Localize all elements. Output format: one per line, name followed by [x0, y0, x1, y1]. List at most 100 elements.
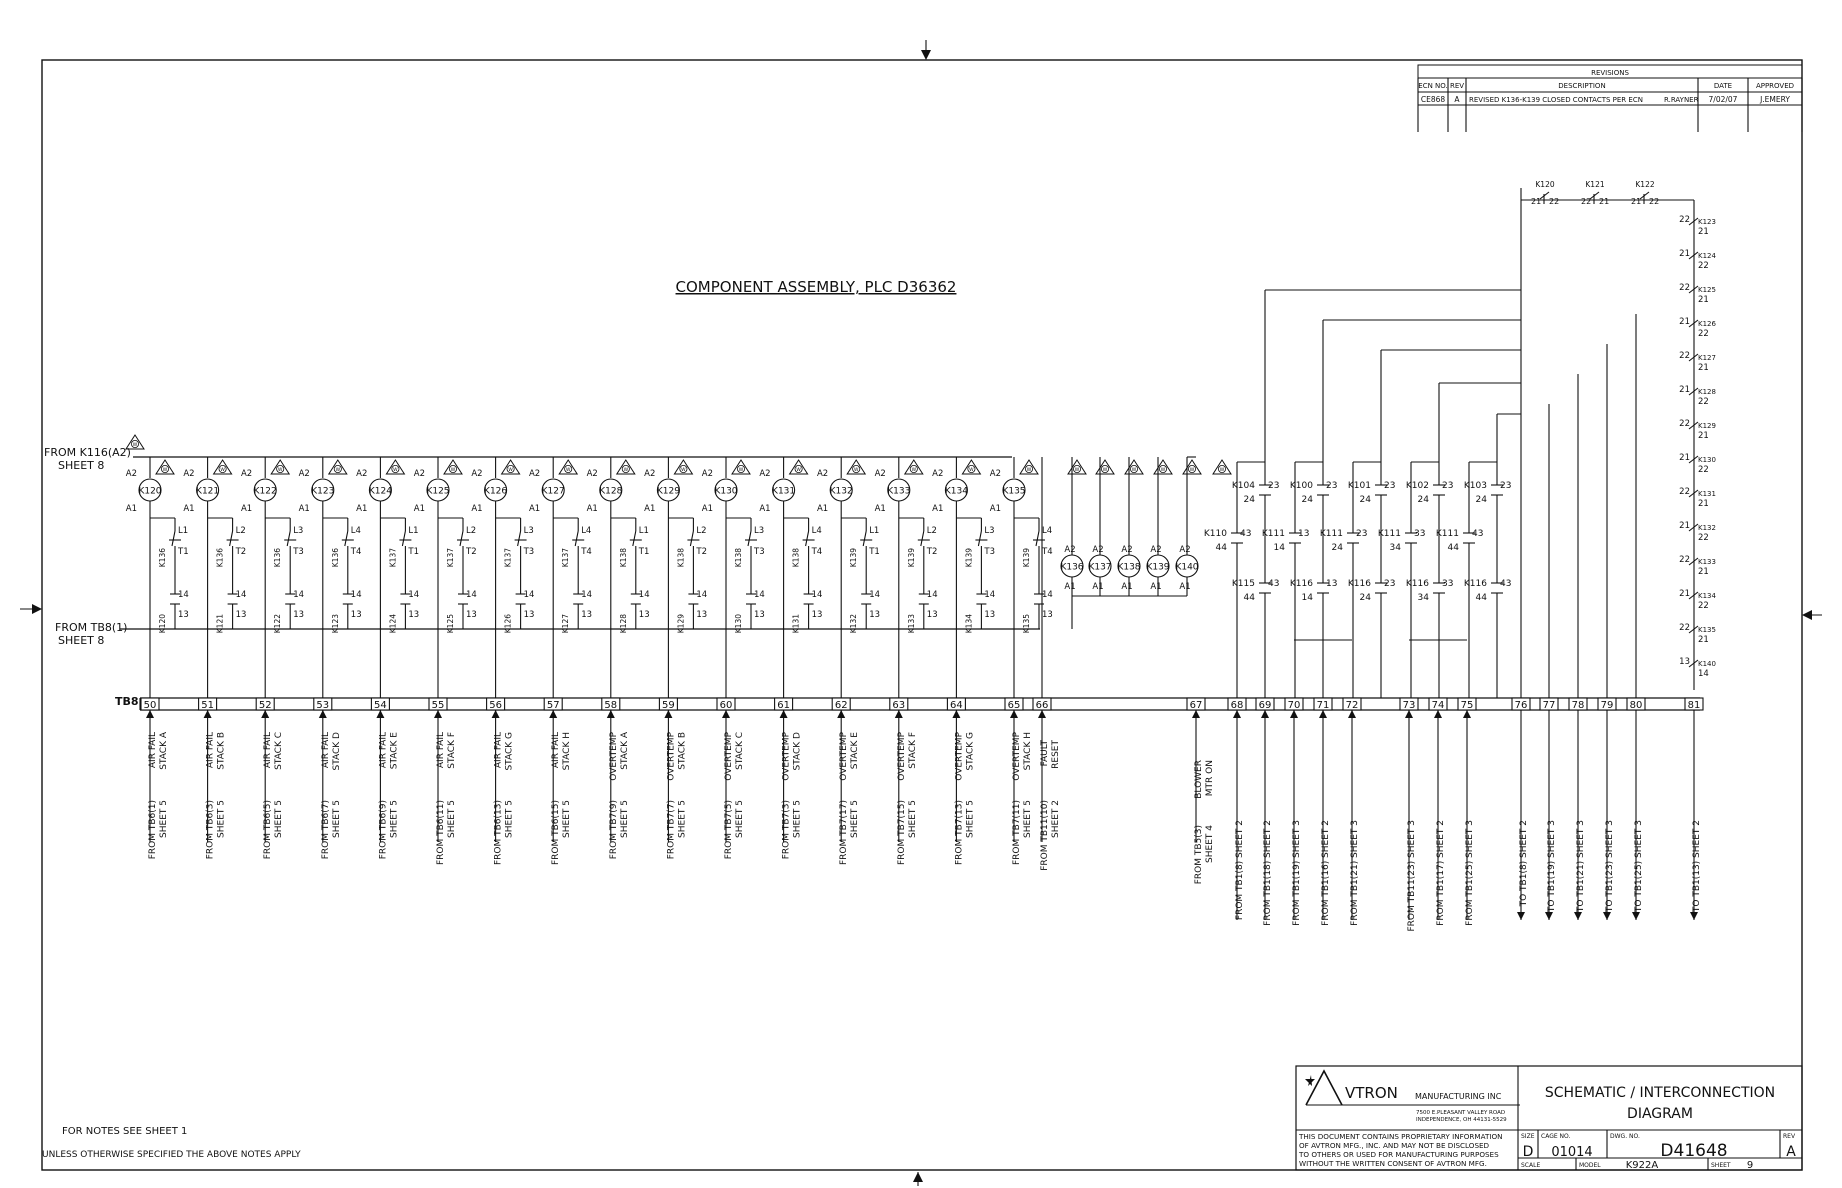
- signal-source-label: FROM TB7(17)SHEET 5: [839, 800, 860, 865]
- signal-source-label-line: FROM TB6(13): [494, 800, 504, 865]
- fault-reset-label-line: RESET: [1051, 740, 1061, 769]
- series-relay-label: K140: [1698, 660, 1716, 668]
- series-pin-top: 22: [1679, 283, 1690, 293]
- revisions-col-header: APPROVED: [1756, 82, 1794, 90]
- warning-circle-icon: [1101, 464, 1110, 473]
- arrow-up-icon: [894, 710, 903, 718]
- no-pin-13: 13: [927, 610, 938, 620]
- dwg-label: DWG. NO.: [1610, 1133, 1640, 1140]
- warning-triangle-icon: [125, 434, 145, 450]
- signal-function-label-line: OVERTEMP: [954, 731, 964, 780]
- signal-source-label: FROM TB7(5)SHEET 5: [724, 800, 745, 859]
- contact-pin-a: 23: [1268, 481, 1279, 491]
- nc-pin-in: L4: [812, 526, 822, 536]
- series-pin-bottom: 21: [1698, 431, 1709, 441]
- coil-pin-a2: A2: [1092, 545, 1103, 555]
- signal-source-label-line: SHEET 5: [274, 800, 284, 838]
- nc-contact-blade: [1688, 421, 1699, 430]
- relay-coil-label: K139: [1146, 563, 1169, 573]
- contact-pin-b: 24: [1360, 593, 1372, 603]
- relay-coil-label: K131: [772, 487, 795, 497]
- nc-contact-label-line: K137: [561, 548, 570, 567]
- terminal-reference: FROM TB1(17) SHEET 2: [1436, 820, 1446, 926]
- signal-source-label-line: FROM TB7(11): [1012, 800, 1022, 865]
- nc-contact-label-line: K138: [619, 548, 628, 567]
- nc-contact-label: K136: [273, 548, 282, 567]
- relay-coil-label: K135: [1002, 487, 1025, 497]
- warning-circle-icon: [1025, 464, 1034, 473]
- no-pin-13: 13: [524, 610, 535, 620]
- nc-contact-label: K137: [504, 548, 513, 567]
- arrow-down-icon: [1574, 912, 1582, 920]
- no-contact-label: K130: [734, 614, 743, 633]
- signal-source-label-line: FROM TB6(7): [321, 800, 331, 859]
- nc-contact-blade: [977, 530, 982, 547]
- nc-contact-blade: [1688, 523, 1699, 532]
- no-contact-label-line: K132: [849, 614, 858, 633]
- warning-circle-icon: [160, 464, 169, 473]
- series-pin-top: 22: [1679, 215, 1690, 225]
- terminal-reference-line: TO TB1(13) SHEET 2: [1692, 820, 1702, 913]
- warning-triangle-icon: [212, 459, 233, 475]
- terminal-number: 62: [835, 700, 848, 711]
- nc-contact-label-line: K138: [676, 548, 685, 567]
- left-references: FROM K116(A2) SHEET 8 FROM TB8(1) SHEET …: [44, 446, 131, 647]
- arrow-down-icon: [1632, 912, 1640, 920]
- coil-pin-a1: A1: [299, 504, 310, 514]
- coil-pin-a1: A1: [875, 504, 886, 514]
- signal-source-label: FROM TB6(13)SHEET 5: [494, 800, 515, 865]
- warning-circle-icon: [1188, 464, 1197, 473]
- terminal-reference: FROM TB1(18) SHEET 2: [1263, 820, 1273, 926]
- series-pin-right: 22: [1549, 197, 1559, 206]
- no-contact-label-line: K128: [619, 614, 628, 633]
- signal-function-label-line: STACK F: [908, 732, 918, 769]
- no-contact-label-line: K133: [907, 614, 916, 633]
- model-label: MODEL: [1579, 1162, 1601, 1169]
- warning-mark: W: [624, 467, 629, 473]
- warning-triangle-icon: [270, 459, 291, 475]
- nc-pin-out: T3: [983, 547, 995, 557]
- terminal-number: 66: [1036, 700, 1049, 711]
- contact-relay-label: K116: [1348, 579, 1371, 589]
- series-relay-label: K128: [1698, 388, 1716, 396]
- nc-pin-out: T1: [177, 547, 189, 557]
- nc-contact-blade: [1688, 659, 1699, 668]
- signal-source-label: FROM TB7(15)SHEET 5: [897, 800, 918, 865]
- signal-function-label-line: AIR FAIL: [321, 732, 331, 768]
- nc-contact-blade: [747, 530, 752, 547]
- signal-source-label-line: SHEET 5: [908, 800, 918, 838]
- contact-relay-label: K111: [1320, 529, 1343, 539]
- warning-triangle-icon: [500, 459, 521, 475]
- nc-pin-in: L1: [639, 526, 649, 536]
- warning-mark: W: [796, 467, 801, 473]
- terminal-reference-line: TO TB1(19) SHEET 3: [1547, 820, 1557, 913]
- series-pin-top: 22: [1679, 555, 1690, 565]
- nc-contact-blade: [689, 530, 694, 547]
- contact-pin-a: 33: [1442, 579, 1453, 589]
- contact-relay-label: K116: [1406, 579, 1429, 589]
- terminal-reference-line: FROM TB1(21) SHEET 3: [1350, 820, 1360, 926]
- revisions-col-header: DATE: [1714, 82, 1732, 90]
- relay-coil-label: K129: [657, 487, 680, 497]
- arrow-up-icon: [203, 710, 212, 718]
- relay-coil-label: K130: [714, 487, 737, 497]
- no-pin-14: 14: [1042, 590, 1053, 600]
- series-relay-label: K133: [1698, 558, 1716, 566]
- coil-pin-a1: A1: [1150, 582, 1161, 592]
- signal-function-label-line: STACK C: [735, 732, 745, 770]
- terminal-reference-line: FROM TB1(19) SHEET 3: [1292, 820, 1302, 926]
- terminal-number: 80: [1630, 700, 1643, 711]
- nc-contact-label: K137: [561, 548, 570, 567]
- relay-coil-label: K133: [887, 487, 910, 497]
- contact-pin-b: 44: [1216, 543, 1228, 553]
- no-contact-label-line: K120: [158, 614, 167, 633]
